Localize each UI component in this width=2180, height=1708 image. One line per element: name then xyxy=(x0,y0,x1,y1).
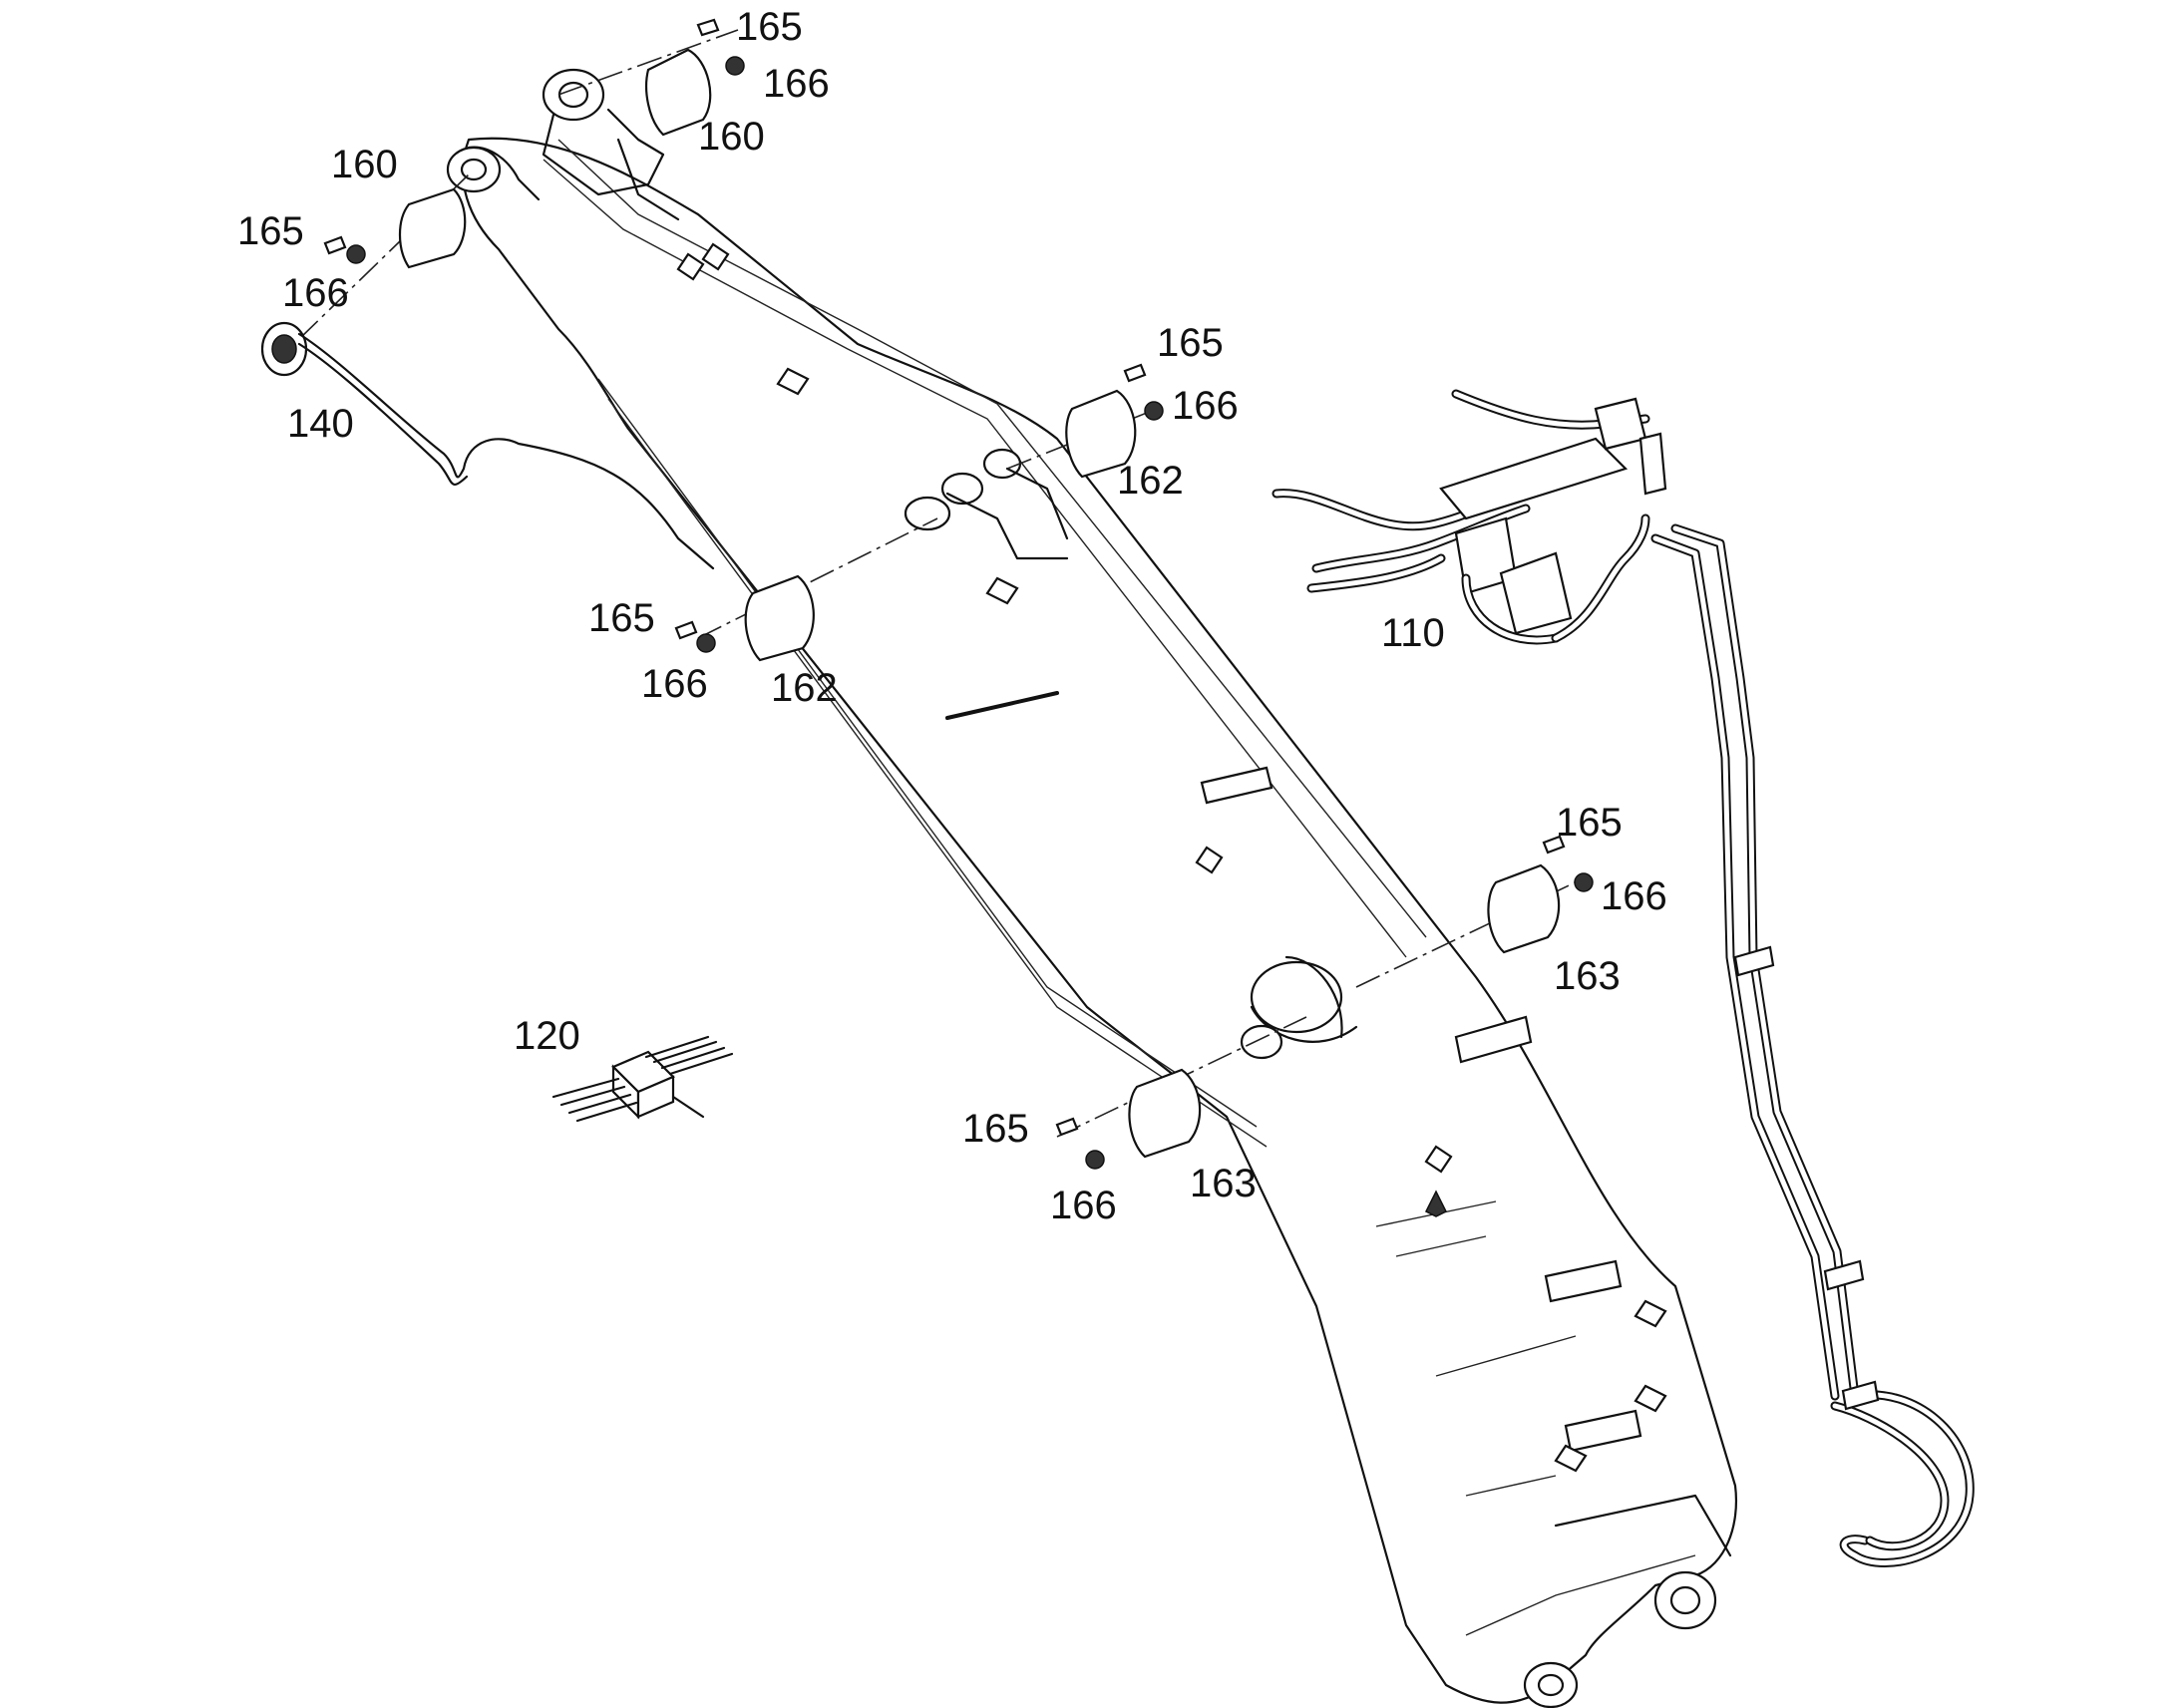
callout-165-left: 165 xyxy=(237,209,304,253)
callout-160-left: 160 xyxy=(331,143,398,186)
callout-166-lower-left: 166 xyxy=(1050,1184,1117,1227)
callout-166-lower-right: 166 xyxy=(1601,874,1667,918)
arm-cylinder-mount xyxy=(1240,955,1358,1060)
callout-labels: 165 166 160 160 165 166 140 165 166 162 … xyxy=(237,5,1667,1227)
assembly-centerlines xyxy=(298,29,1587,1138)
callout-166-top: 166 xyxy=(763,62,830,106)
callout-163-upper: 163 xyxy=(1554,954,1621,998)
callout-166-mid-right: 166 xyxy=(1172,384,1239,428)
callout-140: 140 xyxy=(287,402,354,446)
callout-162-lower: 162 xyxy=(771,666,838,710)
part-140-grease-line xyxy=(260,321,715,570)
cover-160-upper xyxy=(645,48,712,137)
callout-165-lower-left: 165 xyxy=(962,1107,1029,1151)
boom-foot-bosses xyxy=(446,68,680,221)
callout-160-top: 160 xyxy=(698,115,765,159)
callout-165-top: 165 xyxy=(736,5,803,49)
cover-162-lower xyxy=(744,574,815,662)
callout-162-upper: 162 xyxy=(1117,459,1184,503)
boom-cylinder-mount xyxy=(904,448,1069,560)
boom-structure xyxy=(446,68,1737,1708)
callout-165-lower-right: 165 xyxy=(1556,801,1623,845)
callout-165-mid-left: 165 xyxy=(588,596,655,640)
callout-163-lower: 163 xyxy=(1190,1162,1257,1205)
cover-163-lower xyxy=(1128,1068,1202,1159)
callout-110: 110 xyxy=(1381,611,1445,655)
cover-163-upper xyxy=(1487,863,1561,954)
callout-166-left: 166 xyxy=(282,271,349,315)
callout-166-mid-left: 166 xyxy=(641,662,708,706)
callout-165-mid-right: 165 xyxy=(1157,321,1224,365)
washers-166 xyxy=(346,56,1594,1170)
callout-120: 120 xyxy=(514,1014,580,1058)
arm-pin-boss xyxy=(1523,1570,1717,1708)
cover-162-upper xyxy=(1065,389,1137,479)
bolts-165 xyxy=(323,18,1566,1137)
boom-pads xyxy=(676,242,1667,1473)
part-120-manifold xyxy=(551,1035,734,1123)
part-110-hydraulic-lines xyxy=(1272,389,1975,1567)
cover-160-left xyxy=(399,187,467,269)
